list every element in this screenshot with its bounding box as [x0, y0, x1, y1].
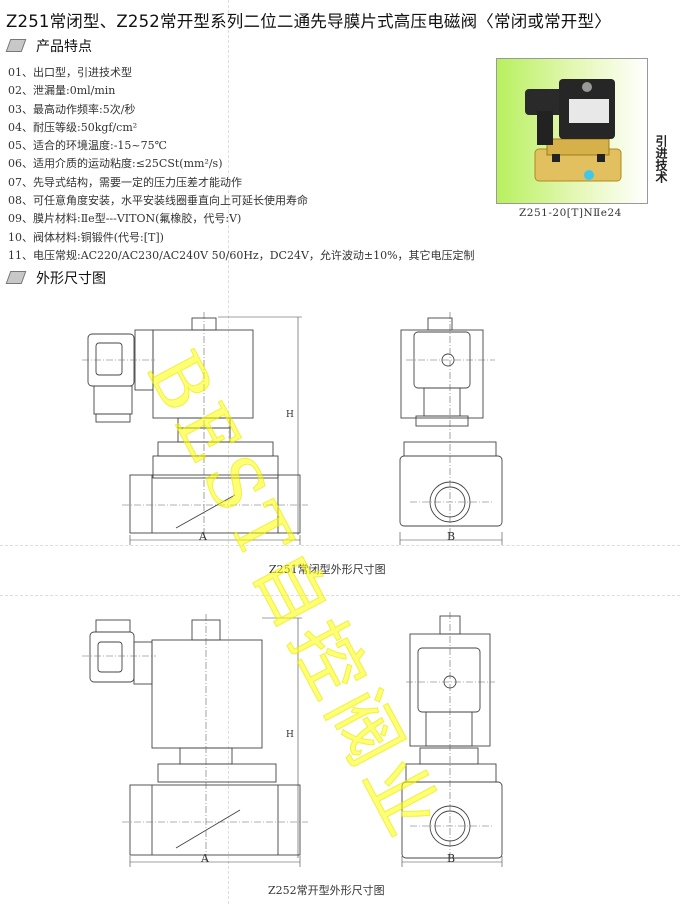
section-marker-icon [5, 271, 27, 284]
dimension-a-label: A [199, 530, 207, 543]
section-dimensions-heading: 外形尺寸图 [5, 268, 106, 288]
feature-item: 05、适合的环境温度:-15~75℃ [8, 139, 167, 153]
section-title: 产品特点 [36, 39, 92, 55]
feature-item: 06、适用介质的运动粘度:≤25CSt(mm²/s) [8, 157, 223, 171]
front-view [82, 312, 308, 545]
side-view [401, 612, 503, 867]
section-marker-icon [5, 39, 27, 52]
feature-item: 08、可任意角度安装，水平安装线圈垂直向上可延长使用寿命 [8, 194, 308, 208]
feature-item: 02、泄漏量:0ml/min [8, 84, 116, 98]
drawing-caption: Z252常开型外形尺寸图 [268, 884, 385, 897]
guide-line [0, 595, 680, 596]
solenoid-valve-image [525, 79, 622, 182]
product-photo [496, 58, 648, 204]
feature-item: 04、耐压等级:50kgf/cm² [8, 120, 138, 134]
product-side-label: 引进技术 [654, 135, 668, 183]
feature-item: 07、先导式结构，需要一定的压力压差才能动作 [8, 175, 242, 189]
feature-item: 03、最高动作频率:5次/秒 [8, 102, 136, 116]
section-title: 外形尺寸图 [36, 271, 106, 287]
z251-dimension-drawing [82, 312, 503, 545]
dimension-b-label: B [447, 530, 456, 543]
guide-line [228, 0, 229, 904]
side-view [399, 312, 503, 545]
feature-list: 01、出口型，引进技术型 02、泄漏量:0ml/min 03、最高动作频率:5次… [8, 64, 475, 265]
dimension-h-label: H [286, 730, 294, 740]
dimension-b-label: B [447, 852, 456, 865]
feature-item: 11、电压常规:AC220/AC230/AC240V 50/60Hz，DC24V… [8, 248, 475, 262]
feature-item: 01、出口型，引进技术型 [8, 66, 132, 79]
drawing-caption: Z251常闭型外形尺寸图 [269, 563, 386, 576]
page-title: Z251常闭型、Z252常开型系列二位二通先导膜片式高压电磁阀〈常闭或常开型〉 [6, 12, 611, 31]
section-features-heading: 产品特点 [5, 36, 92, 56]
z252-dimension-drawing [82, 612, 503, 867]
dimension-a-label: A [201, 852, 209, 865]
product-model-caption: Z251-20[T]NⅡe24 [519, 207, 622, 219]
dimension-h-label: H [286, 410, 294, 420]
feature-item: 10、阀体材料:铜锻件(代号:[T]) [8, 230, 164, 244]
feature-item: 09、膜片材料:Ⅱe型---VITON(氟橡胶，代号:V) [8, 212, 242, 226]
guide-line [0, 545, 680, 546]
front-view [82, 614, 308, 867]
